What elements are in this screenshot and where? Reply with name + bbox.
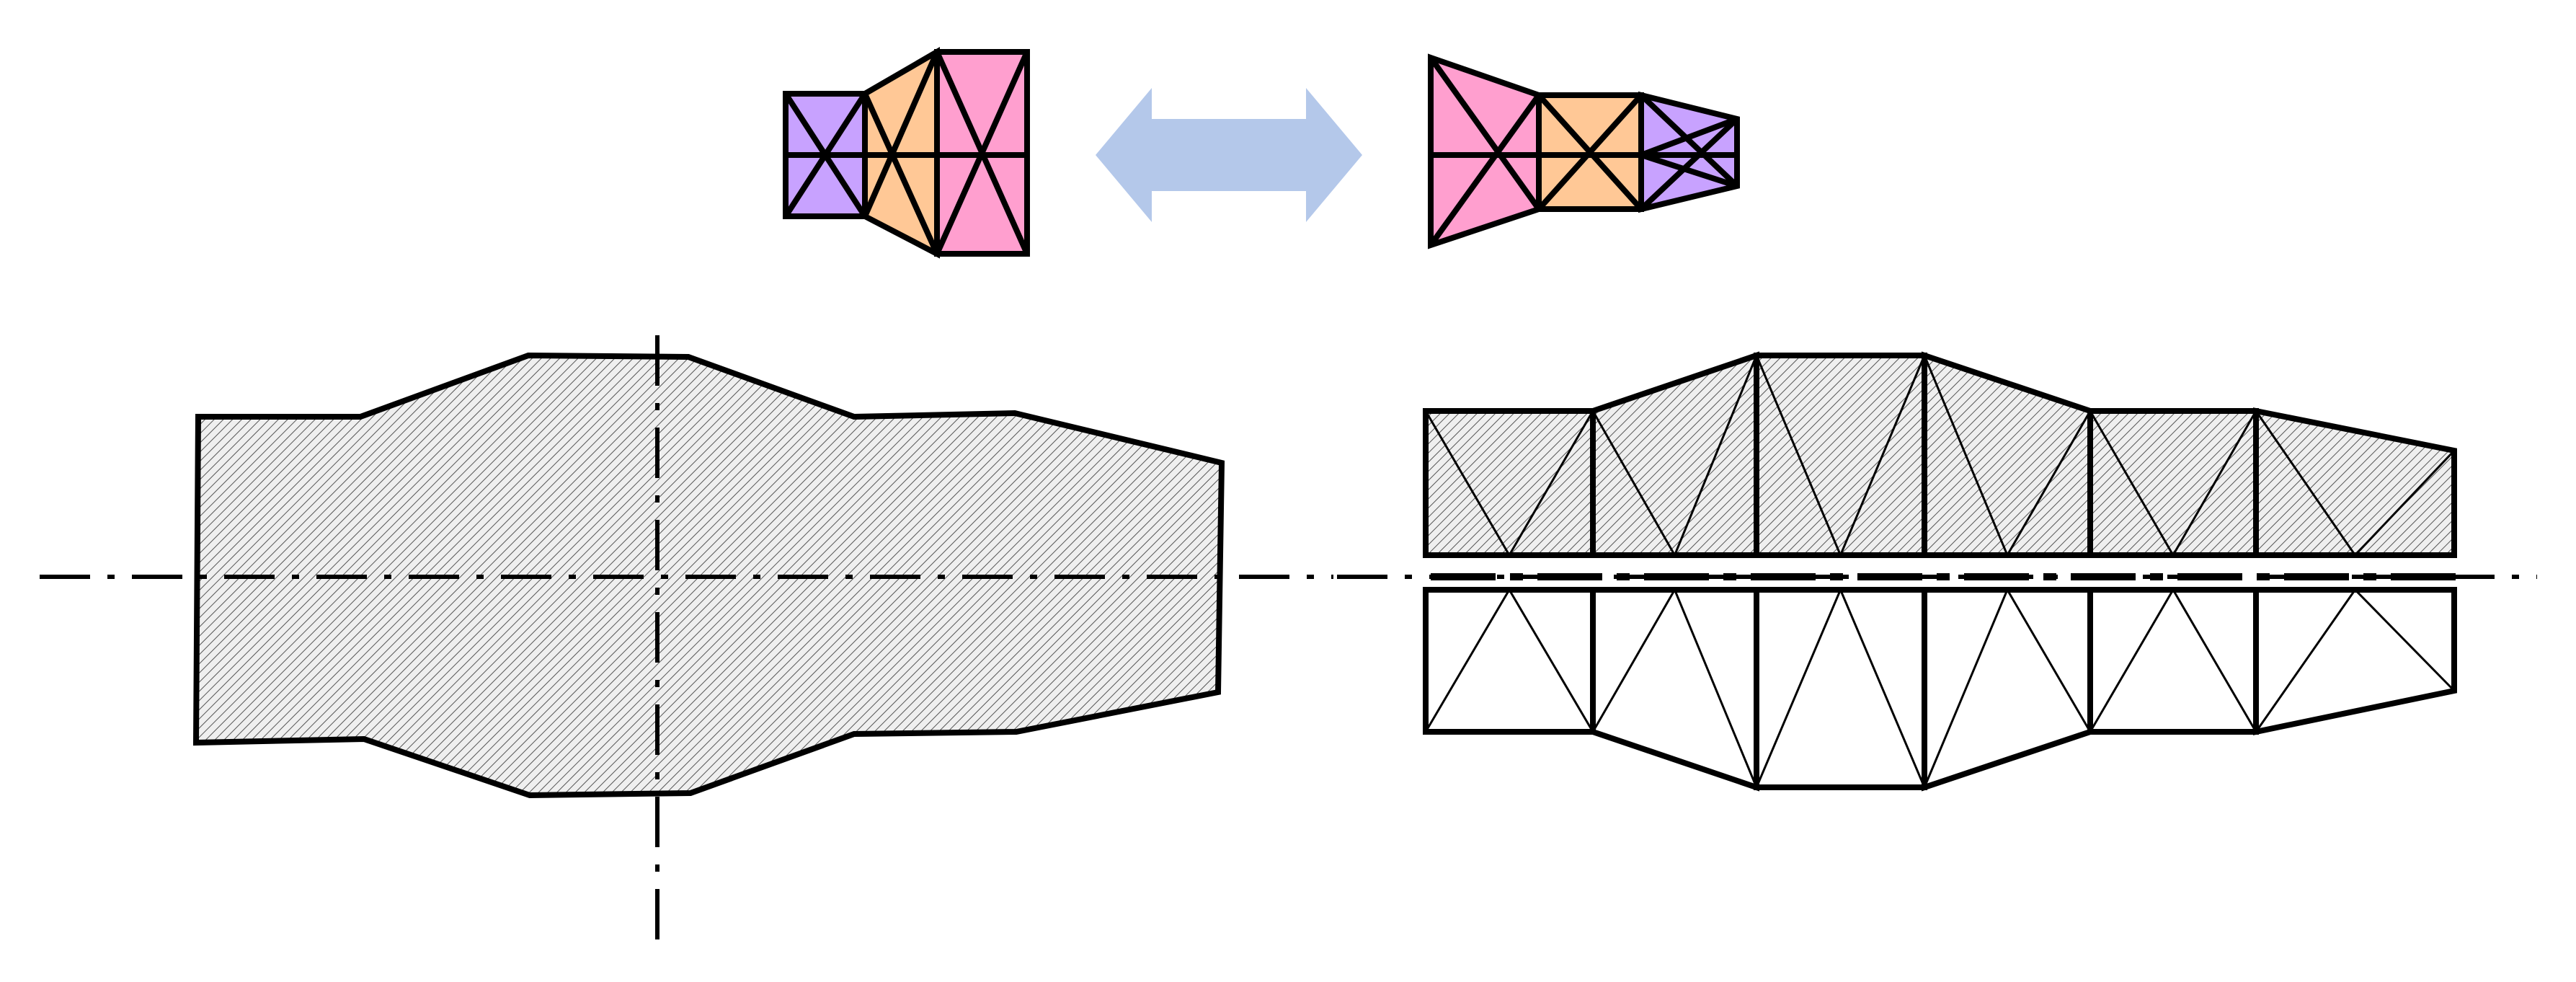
upper-segment-5	[2087, 408, 2259, 558]
upper-segment-3	[1754, 353, 1927, 558]
lower-segment-diagonals-1	[1424, 588, 1594, 733]
upper-segment-6	[2253, 407, 2457, 558]
upper-segment-diagonals-4	[1923, 355, 2092, 558]
small-right-pink-block	[1428, 53, 1542, 249]
small-element-left	[783, 47, 1030, 259]
small-element-right	[1428, 53, 1740, 249]
upper-segment-diagonals-6	[2255, 410, 2456, 557]
upper-segment-1	[1423, 408, 1596, 558]
lower-segment-diagonals-5	[2089, 588, 2257, 733]
double-headed-arrow-icon	[1096, 88, 1362, 222]
truss-segments	[1423, 351, 2457, 792]
lower-segment-diagonals-2	[1591, 587, 1758, 788]
lower-segment-1	[1423, 587, 1596, 735]
upper-segment-diagonals-3	[1755, 355, 1926, 558]
lower-segment-3	[1754, 587, 1927, 790]
lower-segment-5	[2087, 587, 2259, 735]
upper-segment-diagonals-1	[1424, 410, 1594, 557]
lower-segment-diagonals-3	[1755, 587, 1926, 788]
lower-segment-diagonals-6	[2255, 588, 2456, 733]
upper-segment-diagonals-2	[1591, 355, 1758, 558]
lower-segment-diagonals-4	[1923, 587, 2092, 788]
upper-segment-diagonals-5	[2089, 410, 2257, 558]
